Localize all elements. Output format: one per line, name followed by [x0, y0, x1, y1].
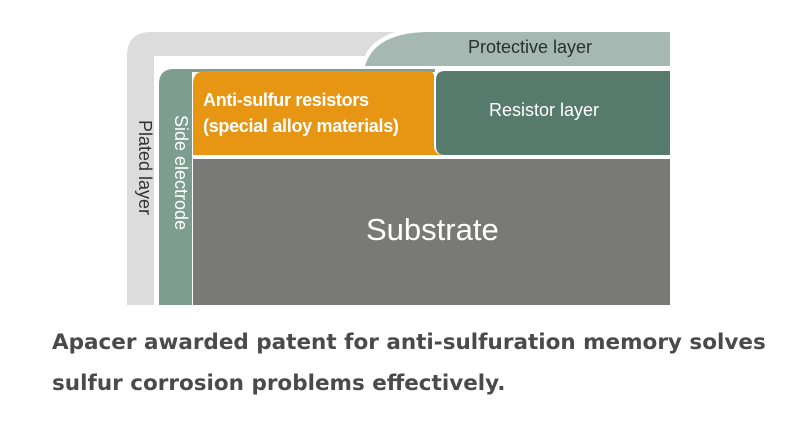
protective-layer-shape: [365, 32, 670, 66]
anti-sulfur-label-line1: Anti-sulfur resistors: [203, 90, 369, 110]
caption: Apacer awarded patent for anti-sulfurati…: [52, 322, 782, 404]
anti-sulfur-resistor-shape: [193, 71, 444, 155]
side-electrode-shape: [159, 69, 435, 305]
resistor-layer-shape: [436, 71, 670, 155]
protective-layer-label: Protective layer: [468, 37, 593, 57]
substrate-shape: [193, 159, 670, 305]
plated-layer-label: Plated layer: [135, 120, 155, 216]
caption-line1: Apacer awarded patent for anti-sulfurati…: [52, 330, 766, 355]
plated-layer-shape: [127, 32, 395, 305]
layer-diagram: Plated layer Side electrode Protective l…: [127, 32, 670, 305]
substrate-label: Substrate: [366, 212, 499, 247]
resistor-layer-label: Resistor layer: [489, 100, 600, 120]
caption-line2: sulfur corrosion problems effectively.: [52, 371, 506, 396]
side-electrode-label: Side electrode: [171, 115, 191, 231]
anti-sulfur-label-line2: (special alloy materials): [203, 116, 399, 136]
